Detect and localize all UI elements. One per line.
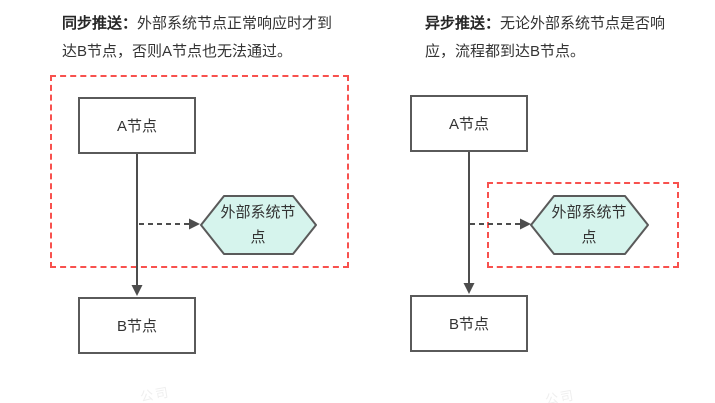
sync-push-title-bold: 同步推送：: [62, 15, 138, 32]
async-push-title: 异步推送：无论外部系统节点是否响 应，流程都到达B节点。: [425, 10, 665, 66]
sync-push-title: 同步推送：外部系统节点正常响应时才到 达B节点，否则A节点也无法通过。: [62, 10, 332, 66]
sync-dashed-region: [50, 75, 349, 268]
async-push-title-bold: 异步推送：: [425, 15, 501, 32]
sync-push-title-line2: 达B节点，否则A节点也无法通过。: [62, 43, 293, 60]
sync-push-title-line1: 同步推送：外部系统节点正常响应时才到: [62, 10, 332, 38]
left-node-a: A节点: [78, 97, 196, 154]
right-node-b: B节点: [410, 295, 528, 352]
right-node-a: A节点: [410, 95, 528, 152]
right-external-node-label: 外部系统节点: [551, 204, 627, 246]
left-node-b: B节点: [78, 297, 196, 354]
async-push-title-line2: 应，流程都到达B节点。: [425, 43, 586, 60]
async-push-title-line1: 异步推送：无论外部系统节点是否响: [425, 10, 665, 38]
watermark: 公司: [544, 387, 577, 403]
sync-push-title-rest: 外部系统节点正常响应时才到: [137, 15, 333, 32]
right-down-arrowhead-icon: [463, 283, 475, 294]
watermark: 公司: [139, 384, 172, 403]
async-dashed-region: [487, 182, 679, 268]
left-down-arrowhead-icon: [131, 285, 143, 296]
left-external-node-label: 外部系统节点: [220, 204, 296, 246]
async-push-title-rest: 无论外部系统节点是否响: [500, 15, 666, 32]
